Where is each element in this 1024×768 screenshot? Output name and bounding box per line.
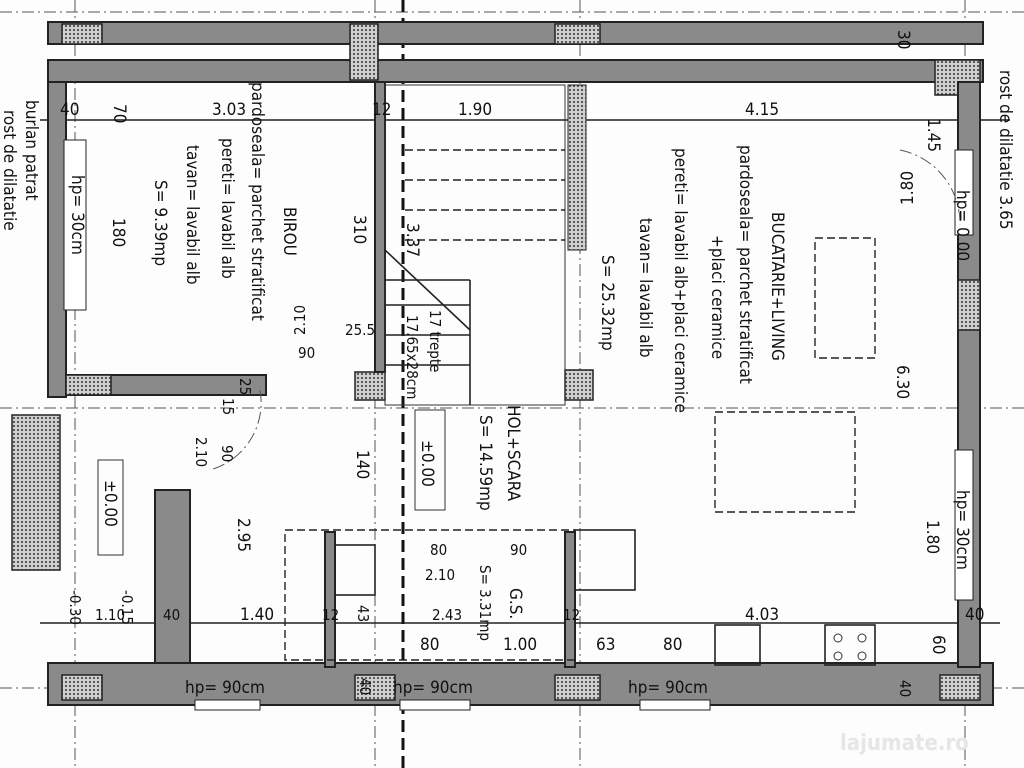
dimension: 180 (108, 218, 128, 247)
dimension: 1.40 (240, 605, 274, 625)
dimension: 3.37 (402, 223, 422, 257)
dimension: 40 (163, 606, 180, 624)
window-heights: hp= 30cm hp= 0.00 hp= 30cm hp= 90cm hp= … (67, 175, 972, 698)
dimension: 40 (896, 680, 914, 697)
dimension: 3.03 (212, 100, 246, 120)
dimensions: 40 70 3.03 12 1.90 4.15 1.45 30 180 310 … (60, 30, 984, 697)
dimension: 90 (218, 445, 236, 462)
dimension: 6.30 (892, 365, 912, 399)
level-mark: -0.15 (118, 590, 136, 625)
window-height: hp= 30cm (952, 490, 972, 570)
dimension: 40 (356, 678, 374, 695)
room-birou: BIROU pardoseala= parchet stratificat pe… (150, 82, 299, 321)
room-bucatarie: BUCATARIE+LIVING pardoseala= parchet str… (597, 145, 787, 413)
level-mark: ±0.00 (417, 440, 437, 487)
room-hol: HOL+SCARA S= 14.59mp ±0.00 (417, 405, 523, 511)
room-walls: pereti= lavabil alb (217, 138, 237, 279)
room-area: S= 25.32mp (597, 255, 617, 351)
dimension: 140 (352, 450, 372, 479)
window-height: hp= 30cm (67, 175, 87, 255)
room-name: G.S. (505, 588, 525, 619)
dimension: 1.80 (898, 171, 918, 205)
dimension: 80 (420, 635, 439, 655)
room-name: BIROU (279, 207, 299, 256)
dimension: 60 (928, 635, 948, 654)
room-ceiling: tavan= lavabil alb (635, 218, 655, 358)
dimension: 63 (596, 635, 615, 655)
dimension: 40 (965, 605, 984, 625)
room-gs: G.S. S= 3.31mp (476, 565, 525, 641)
dimension: 25.5 (345, 321, 375, 339)
dimension: 90 (298, 344, 315, 362)
dimension: 25 (236, 378, 254, 395)
window-height: hp= 90cm (628, 678, 708, 698)
room-area: S= 14.59mp (475, 415, 495, 511)
room-area: S= 3.31mp (476, 565, 494, 641)
dimension: 1.80 (922, 520, 942, 554)
room-walls: pereti= lavabil alb+placi ceramice (670, 148, 690, 413)
dimension: 12 (322, 606, 339, 624)
room-name: HOL+SCARA (503, 405, 523, 502)
room-ceiling: tavan= lavabil alb (182, 145, 202, 285)
dimension: 1.10 (95, 606, 125, 624)
dimension: 310 (349, 215, 369, 244)
note-rost: rost de dilatatie (0, 110, 19, 231)
stairs (384, 84, 587, 406)
dimension: 2.95 (233, 518, 253, 552)
dimension: 4.03 (745, 605, 779, 625)
walls (11, 21, 994, 711)
note-rost: rost de dilatatie 3.65 (995, 70, 1015, 230)
dimension: 1.90 (458, 100, 492, 120)
dimension: 40 (60, 100, 79, 120)
window-height: hp= 90cm (393, 678, 473, 698)
dimension: 43 (354, 605, 372, 622)
level-marks: ±0.00 -0.30 -0.15 (66, 480, 136, 625)
furniture (97, 149, 961, 666)
dimension: 15 (219, 398, 237, 415)
dimension: 2.43 (432, 606, 462, 624)
stair-label: 17 trepte 17.65x28cm (403, 310, 444, 399)
room-name: BUCATARIE+LIVING (767, 212, 787, 361)
notes: burlan patrat rost de dilatatie rost de … (0, 70, 1015, 231)
dimension: 1.45 (923, 118, 943, 152)
dimension: 2.10 (291, 305, 309, 335)
window-height: hp= 90cm (185, 678, 265, 698)
level-mark: ±0.00 (100, 480, 120, 527)
window-height: hp= 0.00 (952, 190, 972, 261)
dimension: 2.10 (425, 566, 455, 584)
stair-size: 17.65x28cm (403, 315, 421, 399)
dimension: 70 (109, 104, 129, 123)
dimension: 12 (372, 100, 391, 120)
dimension: 1.00 (503, 635, 537, 655)
room-area: S= 9.39mp (150, 180, 170, 266)
note-burlan: burlan patrat (21, 100, 41, 201)
level-mark: -0.30 (66, 590, 84, 625)
dimension: 80 (663, 635, 682, 655)
dimension: 2.10 (192, 437, 210, 467)
dimension: 4.15 (745, 100, 779, 120)
dimension: 12 (563, 606, 580, 624)
room-floor: pardoseala= parchet stratificat (247, 82, 267, 321)
dimension: 80 (430, 541, 447, 559)
room-floor-2: +placi ceramice (707, 235, 727, 359)
stair-steps: 17 trepte (426, 310, 444, 372)
room-floor: pardoseala= parchet stratificat (735, 145, 755, 384)
watermark-logo: lajumate.ro (840, 731, 969, 756)
dimension: 90 (510, 541, 527, 559)
dimension: 30 (893, 30, 913, 49)
